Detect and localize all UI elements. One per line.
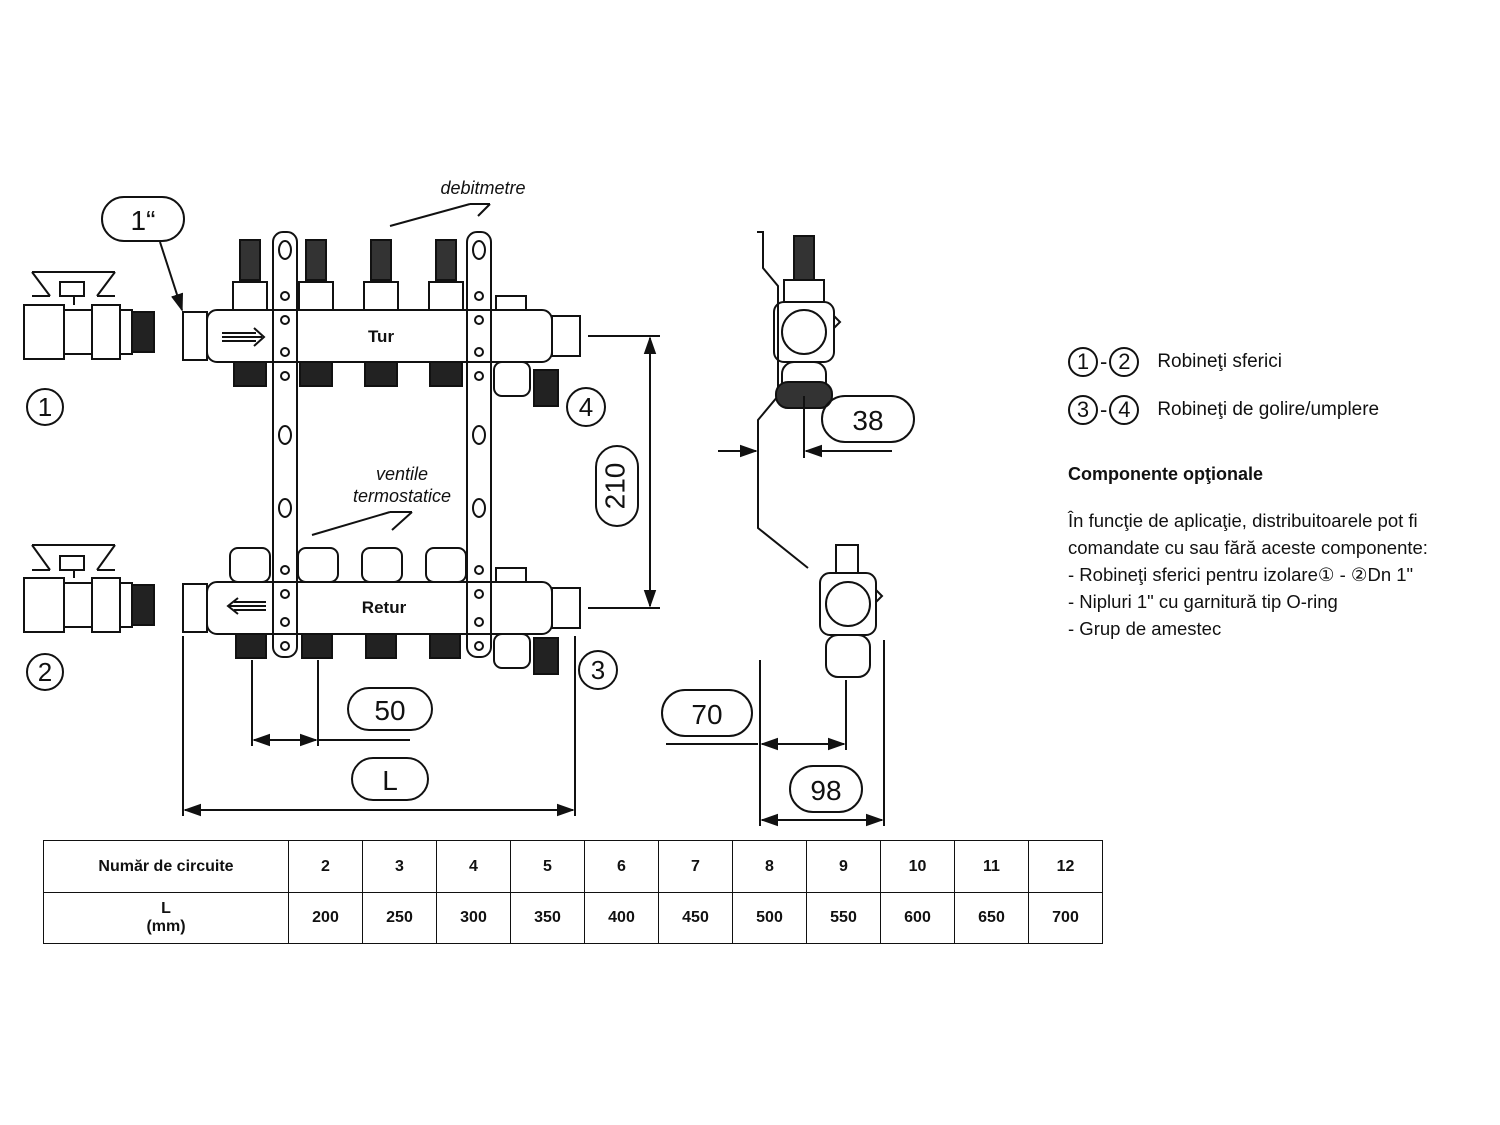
table-cell: 2 <box>288 840 363 893</box>
table-cell: 10 <box>880 840 955 893</box>
ball-valve-bottom <box>23 544 155 633</box>
circuits-length-table: Număr de circuite 2 3 4 5 6 7 8 9 10 11 … <box>43 840 1103 944</box>
marker-3: 3 <box>591 655 605 685</box>
table-cell: 7 <box>658 840 733 893</box>
table-cell: 600 <box>880 892 955 944</box>
thermostatic-valves-label-line1: ventile <box>376 464 428 484</box>
size-label: 1“ <box>131 205 156 236</box>
legend-marker-4: 4 <box>1109 395 1140 425</box>
table-header-length-unit: (mm) <box>146 918 186 935</box>
flowmeters <box>232 239 464 387</box>
table-header-circuits: Număr de circuite <box>43 840 289 893</box>
marker-4: 4 <box>579 392 593 422</box>
optional-line: - Robineţi sferici pentru izolare① - ②Dn… <box>1068 564 1414 585</box>
legend-row-ball-valves: 1 - 2 Robineţi sferici <box>1068 338 1488 386</box>
optional-line: - Grup de amestec <box>1068 618 1222 639</box>
dimension-98: 98 <box>810 775 841 806</box>
dimension-50: 50 <box>374 695 405 726</box>
table-cell: 11 <box>954 840 1029 893</box>
legend-text-drain-valves: Robineţi de golire/umplere <box>1157 399 1380 420</box>
table-cell: 250 <box>362 892 437 944</box>
thermostatic-valves-label-line2: termostatice <box>353 486 451 506</box>
legend-marker-2: 2 <box>1109 347 1140 377</box>
side-view <box>757 231 884 678</box>
marker-2: 2 <box>38 657 52 687</box>
table-cell: 3 <box>362 840 437 893</box>
table-header-length: L (mm) <box>43 892 289 944</box>
table-row: L (mm) 200 250 300 350 400 450 500 550 6… <box>43 892 1103 944</box>
return-label: Retur <box>362 598 407 617</box>
ball-valve-top <box>23 271 155 360</box>
table-cell: 6 <box>584 840 659 893</box>
legend-dash: - <box>1100 349 1108 374</box>
brackets <box>272 231 492 658</box>
drain-valve-top <box>493 295 559 407</box>
dimension-70: 70 <box>691 699 722 730</box>
table-cell: 700 <box>1028 892 1103 944</box>
table-cell: 5 <box>510 840 585 893</box>
legend: 1 - 2 Robineţi sferici 3 - 4 Robineţi de… <box>1068 338 1488 642</box>
table-cell: 4 <box>436 840 511 893</box>
table-cell: 200 <box>288 892 363 944</box>
legend-text-ball-valves: Robineţi sferici <box>1157 351 1282 372</box>
marker-1: 1 <box>38 392 52 422</box>
optional-components-text: În funcţie de aplicaţie, distribuitoarel… <box>1068 507 1488 642</box>
supply-label: Tur <box>368 327 395 346</box>
table-cell: 450 <box>658 892 733 944</box>
legend-marker-1: 1 <box>1068 347 1098 377</box>
dimension-38: 38 <box>852 405 883 436</box>
table-cell: 500 <box>732 892 807 944</box>
table-cell: 12 <box>1028 840 1103 893</box>
table-cell: 350 <box>510 892 585 944</box>
drain-valve-bottom <box>493 567 559 675</box>
table-cell: 550 <box>806 892 881 944</box>
table-cell: 8 <box>732 840 807 893</box>
table-cell: 650 <box>954 892 1029 944</box>
dimension-L: L <box>382 765 398 796</box>
optional-line: comandate cu sau fără aceste componente: <box>1068 537 1428 558</box>
legend-dash: - <box>1100 397 1108 422</box>
optional-line: - Nipluri 1" cu garnitură tip O-ring <box>1068 591 1338 612</box>
table-header-length-symbol: L <box>161 900 171 917</box>
table-cell: 300 <box>436 892 511 944</box>
dimension-210: 210 <box>599 463 630 510</box>
table-cell: 9 <box>806 840 881 893</box>
table-row: Număr de circuite 2 3 4 5 6 7 8 9 10 11 … <box>43 840 1103 893</box>
thermostatic-valves <box>229 547 467 659</box>
optional-components-title: Componente opţionale <box>1068 464 1263 484</box>
flowmeters-label: debitmetre <box>440 178 525 198</box>
optional-line: În funcţie de aplicaţie, distribuitoarel… <box>1068 510 1418 531</box>
legend-marker-3: 3 <box>1068 395 1098 425</box>
table-cell: 400 <box>584 892 659 944</box>
legend-row-drain-valves: 3 - 4 Robineţi de golire/umplere <box>1068 386 1488 434</box>
